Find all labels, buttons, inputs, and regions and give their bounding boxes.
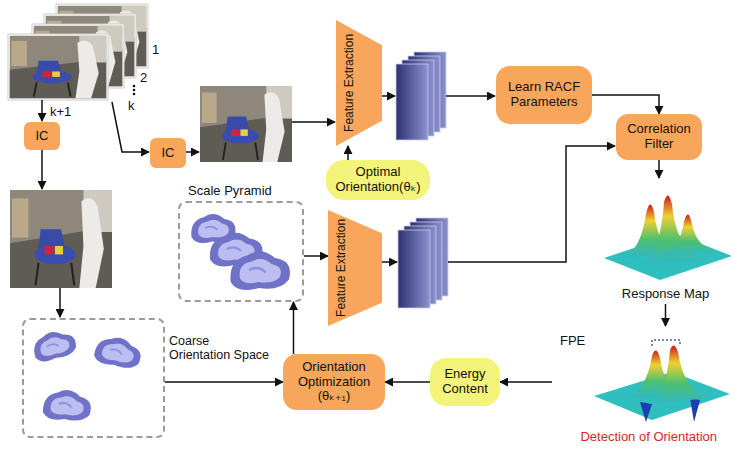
node-text: Learn RACF Parameters [500, 80, 588, 110]
feature-extractor: Feature Extraction [336, 20, 382, 146]
node-text: IC [162, 146, 175, 161]
node-text: Detection of Orientation [580, 430, 717, 445]
frame-stack [8, 4, 148, 100]
frame-stack [133, 85, 136, 88]
node-text: IC [36, 129, 49, 144]
flow-arrow [347, 146, 349, 160]
label-slot: k [128, 96, 135, 114]
feature-extractor: Feature Extraction [328, 210, 382, 326]
flow-arrow [500, 381, 552, 383]
node-text: FPE [560, 334, 585, 349]
feature-stack [398, 230, 430, 308]
image-group: Scale Pyramid [178, 184, 304, 302]
flow-arrow [446, 95, 495, 97]
video-frame [200, 86, 292, 162]
flow-arrow [385, 381, 430, 383]
flow-arrow [59, 288, 61, 317]
frame-index: k+1 [50, 104, 71, 119]
trapezoid-shape [336, 20, 382, 146]
feature-stack [396, 64, 428, 140]
process-box: Learn RACF Parameters [496, 66, 592, 124]
response-surface [662, 214, 716, 256]
node-text: Optimal Orientation(θₖ) [330, 165, 426, 195]
frame-index: 1 [152, 42, 159, 57]
process-box: IC [24, 122, 60, 150]
flow-arrow [292, 121, 335, 123]
measure-box: Energy Content [430, 358, 500, 406]
fpe-surface [690, 398, 700, 422]
fpe-surface [648, 345, 710, 404]
flow-arrow [293, 302, 295, 354]
process-box: IC [150, 138, 186, 168]
video-frame [10, 190, 112, 288]
frame-stack [10, 36, 107, 99]
flow-arrow [658, 160, 660, 178]
node-text: Energy Content [434, 367, 496, 397]
flow-arrow [41, 150, 43, 189]
frame-stack [8, 34, 108, 100]
trapezoid-shape [328, 210, 382, 326]
flow-arrow [382, 261, 397, 263]
region-outline [9, 100, 732, 448]
object-crop [31, 328, 78, 364]
process-box: Orientation Optimization (θₖ₊₁) [283, 354, 385, 410]
flow-arrow [382, 95, 395, 97]
node-text: Response Map [622, 287, 709, 302]
frame-stack [133, 93, 136, 96]
fpe-surface [594, 340, 730, 422]
label-slot: 2 [140, 68, 147, 86]
node-text: Coarse Orientation Space [169, 334, 273, 363]
region: Detection of Orientation Correlation Filt… [8, 100, 733, 449]
parameter-box: Optimal Orientation(θₖ) [326, 160, 430, 200]
node-text: Correlation Filter [620, 122, 698, 152]
flow-arrow [304, 255, 328, 257]
flow-arrow [41, 100, 43, 121]
surface-plot: Response Map [598, 178, 733, 304]
fpe-surface [652, 340, 680, 346]
frame-index: 2 [140, 70, 147, 85]
image-group: Coarse Orientation Space [22, 318, 165, 438]
flow-arrow [665, 304, 667, 326]
object-crop [92, 333, 144, 372]
frame-index: k [128, 98, 135, 113]
flow-arrow [448, 146, 615, 262]
frame-stack [133, 89, 136, 92]
label-slot: k+1 [50, 102, 71, 120]
node-text: Feature Extraction [335, 219, 349, 317]
node-text: Scale Pyramid [188, 184, 272, 199]
fpe-surface [640, 402, 652, 422]
label-slot: 1 [152, 40, 159, 58]
flow-arrow [592, 95, 659, 114]
flow-arrow [165, 381, 283, 383]
response-surface [604, 195, 732, 280]
object-crop [42, 388, 93, 423]
dashed-frame [178, 201, 304, 302]
process-box: Correlation Filter [616, 114, 702, 160]
node-text: Feature Extraction [343, 34, 357, 132]
object-crop [230, 251, 290, 290]
node-text: Orientation Optimization (θₖ₊₁) [287, 360, 381, 405]
surface-plot: FPE [552, 326, 733, 426]
flow-arrow [186, 151, 199, 153]
